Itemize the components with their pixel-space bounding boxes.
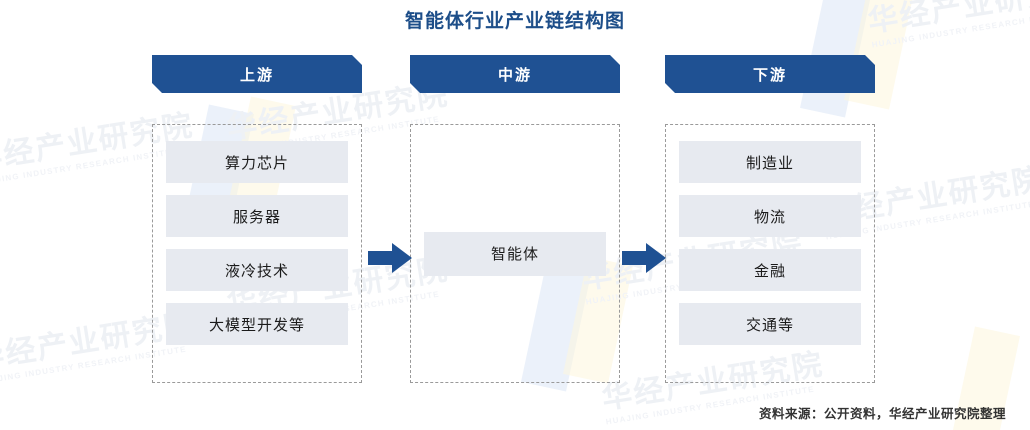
stage-header-upstream: 上游 <box>152 55 362 93</box>
node-item[interactable]: 服务器 <box>166 195 348 237</box>
stage-body-upstream: 算力芯片 服务器 液冷技术 大模型开发等 <box>152 124 362 383</box>
stage-column-downstream: 下游 制造业 物流 金融 交通等 <box>665 55 875 383</box>
node-item[interactable]: 算力芯片 <box>166 141 348 183</box>
stage-column-upstream: 上游 算力芯片 服务器 液冷技术 大模型开发等 <box>152 55 362 383</box>
source-note: 资料来源：公开资料，华经产业研究院整理 <box>758 407 1006 421</box>
node-item[interactable]: 大模型开发等 <box>166 303 348 345</box>
node-item[interactable]: 物流 <box>679 195 861 237</box>
stage-header-midstream: 中游 <box>410 55 620 93</box>
node-item[interactable]: 金融 <box>679 249 861 291</box>
node-item[interactable]: 交通等 <box>679 303 861 345</box>
stage-header-downstream: 下游 <box>665 55 875 93</box>
arrow-right-icon <box>622 243 666 273</box>
page-title: 智能体行业产业链结构图 <box>404 11 625 32</box>
node-item[interactable]: 液冷技术 <box>166 249 348 291</box>
node-item[interactable]: 智能体 <box>424 231 606 276</box>
stage-column-midstream: 中游 智能体 <box>410 55 620 383</box>
node-item[interactable]: 制造业 <box>679 141 861 183</box>
stage-body-downstream: 制造业 物流 金融 交通等 <box>665 124 875 383</box>
arrow-right-icon <box>368 243 412 273</box>
stage-body-midstream: 智能体 <box>410 124 620 383</box>
